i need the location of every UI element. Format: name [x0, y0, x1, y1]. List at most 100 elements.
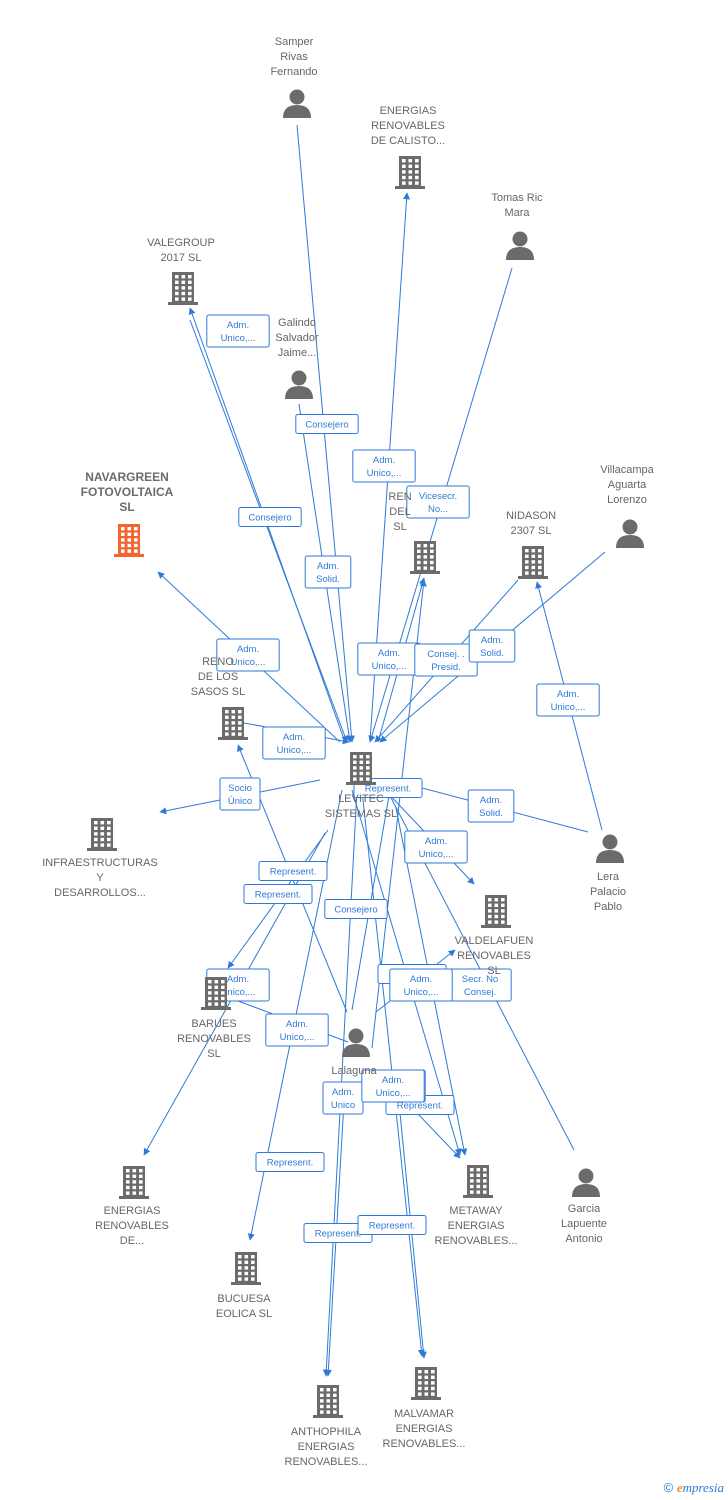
edge-label[interactable]: Adm.Solid. [468, 629, 516, 663]
edge-label[interactable]: Consejero [324, 899, 388, 919]
edge-label[interactable]: Adm.Unico,... [352, 449, 416, 483]
node-erde[interactable]: ENERGIASRENOVABLESDE... [95, 1166, 169, 1247]
edge-label-box[interactable] [352, 449, 416, 483]
edge-label[interactable]: Consej. .Presid. [414, 643, 478, 677]
edge-label-box[interactable] [243, 884, 313, 904]
edge-label[interactable]: Adm.Unico,... [536, 683, 600, 717]
edge-label-box[interactable] [357, 1215, 427, 1235]
node-label: Lera [597, 871, 620, 883]
node-label: Jaime... [278, 347, 317, 359]
edge-label[interactable]: Consejero [238, 507, 302, 527]
edge-label[interactable]: Adm.Unico,... [265, 1013, 329, 1047]
node-label: FOTOVOLTAICA [81, 485, 174, 499]
edge-label-box[interactable] [536, 683, 600, 717]
edge-label-box[interactable] [295, 414, 359, 434]
edge-label[interactable]: Adm.Unico,... [262, 726, 326, 760]
node-label: Lalaguna [331, 1065, 377, 1077]
edge-label[interactable]: Adm.Unico,... [389, 968, 453, 1002]
edge-label-text: Unico,... [551, 702, 586, 713]
node-label: Galindo [278, 317, 316, 329]
edge-label-text: Vicesecr. [419, 491, 457, 502]
node-label: BUCUESA [217, 1293, 271, 1305]
node-lalaguna[interactable]: Lalaguna [331, 1028, 378, 1078]
footer-credit[interactable]: © empresia [664, 1480, 724, 1496]
edge-label-box[interactable] [206, 314, 270, 348]
node-label: Rivas [280, 51, 308, 63]
node-label: DEL [389, 506, 410, 518]
building-icon [218, 707, 248, 740]
edge-label-box[interactable] [406, 485, 470, 519]
edge-label-box[interactable] [304, 555, 352, 589]
edge-label[interactable]: Represent. [243, 884, 313, 904]
edge-label[interactable]: Adm.Unico,... [216, 638, 280, 672]
edge-label[interactable]: Vicesecr.No... [406, 485, 470, 519]
node-label: DE LOS [198, 671, 238, 683]
edge-label-box[interactable] [467, 789, 515, 823]
edge-label[interactable]: Represent. [255, 1152, 325, 1172]
building-icon [313, 1385, 343, 1418]
edge-label-box[interactable] [216, 638, 280, 672]
edge-label-box[interactable] [265, 1013, 329, 1047]
node-label: 2307 SL [511, 525, 552, 537]
edge-label-box[interactable] [262, 726, 326, 760]
edge-label[interactable]: Adm.Unico,... [404, 830, 468, 864]
edge-label-box[interactable] [324, 899, 388, 919]
edge-label[interactable]: Represent. [357, 1215, 427, 1235]
edge-label[interactable]: Adm.Unico,... [206, 314, 270, 348]
edge-label-box[interactable] [389, 968, 453, 1002]
node-label: ENERGIAS [380, 105, 437, 117]
edge-label-text: Adm. [378, 648, 400, 659]
edge-label-text: Unico [331, 1100, 355, 1111]
edge-label[interactable]: Adm.Solid. [304, 555, 352, 589]
edge-label-box[interactable] [361, 1069, 425, 1103]
edge-label-text: Consej. . [427, 649, 465, 660]
edge-label-text: Consej. [464, 987, 496, 998]
person-icon [596, 834, 624, 863]
edge-label[interactable]: Adm.Solid. [467, 789, 515, 823]
edge-label-box[interactable] [258, 861, 328, 881]
edge-label-box[interactable] [468, 629, 516, 663]
edge-label[interactable]: Adm. Unico,... [357, 642, 421, 676]
edge-label[interactable]: Adm.Unico,... [361, 1069, 425, 1103]
node-malvamar[interactable]: MALVAMARENERGIASRENOVABLES... [383, 1367, 466, 1450]
edge-label-box[interactable] [255, 1152, 325, 1172]
node-anthophila[interactable]: ANTHOPHILAENERGIASRENOVABLES... [285, 1385, 368, 1468]
edge-label-box[interactable] [238, 507, 302, 527]
node-label: Fernando [270, 66, 317, 78]
node-metaway[interactable]: METAWAYENERGIASRENOVABLES... [435, 1165, 518, 1247]
node-label: VALDELAFUEN [455, 935, 534, 947]
node-label: DE... [120, 1235, 144, 1247]
edge-label-box[interactable] [404, 830, 468, 864]
edge-label[interactable]: Consejero [295, 414, 359, 434]
edge-label-text: Adm. [283, 732, 305, 743]
edge-label-text: Adm. [227, 974, 249, 985]
building-icon [119, 1166, 149, 1199]
edge-label-text: Adm. [425, 836, 447, 847]
edge-label-text: Unico,... [372, 661, 407, 672]
edge-label[interactable]: Adm.Unico [322, 1081, 364, 1115]
node-label: INFRAESTRUCTURAS [42, 857, 158, 869]
edge-label-text: Adm. [227, 320, 249, 331]
node-infra[interactable]: INFRAESTRUCTURASYDESARROLLOS... [42, 818, 158, 899]
edge-label[interactable]: Represent. [258, 861, 328, 881]
edge-label-box[interactable] [219, 777, 261, 811]
node-galindo[interactable]: GalindoSalvadorJaime... [275, 317, 319, 399]
